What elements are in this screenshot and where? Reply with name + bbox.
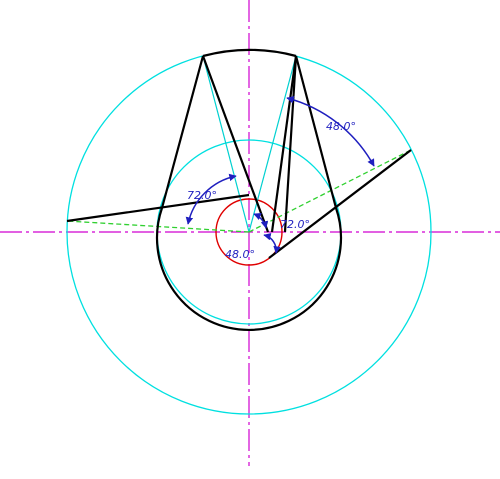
- dimension-arc-upper-right: [286, 96, 375, 167]
- dimension-arc-inner-right: [253, 213, 269, 229]
- angle-label-bottom-center: 48.0°: [225, 248, 255, 261]
- angle-label-upper-right: 48.0°: [326, 120, 356, 133]
- inner-line-left-vertex: [201, 55, 270, 233]
- dimension-arc-bottom: [263, 232, 281, 254]
- dimension-arc-upper-left: [185, 173, 237, 225]
- inner-hub-circle: [215, 198, 283, 266]
- inner-line-right-vertex-a: [270, 55, 298, 233]
- outline-left-side: [160, 55, 205, 209]
- angle-label-upper-left: 72.0°: [187, 189, 217, 202]
- right-arm-line: [268, 149, 412, 259]
- angle-label-inner-right: 72.0°: [280, 218, 310, 231]
- construction-line-right-top: [248, 55, 297, 233]
- dashed-line-right: [248, 149, 412, 233]
- construction-line-left-top: [202, 55, 250, 233]
- inner-line-right-vertex-b: [283, 55, 298, 233]
- outer-outline-arc-bottom: [155, 207, 343, 332]
- outline-top-arc: [202, 48, 297, 58]
